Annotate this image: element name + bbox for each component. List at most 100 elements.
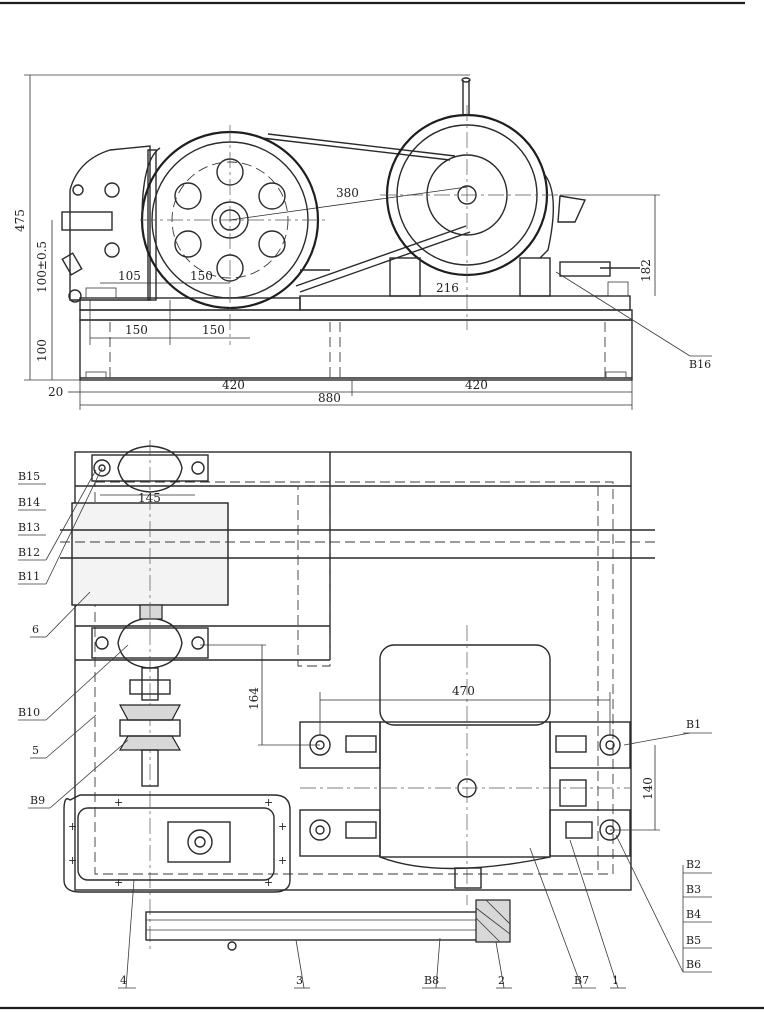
bolt-head [68,289,82,303]
bolt-head [104,242,120,258]
rail-nut [565,821,593,839]
gearbox-output [187,829,213,855]
gearbox-housing [69,145,151,301]
gearbox-4 [63,794,291,893]
dim-145: 145 [138,491,161,505]
label-B9: B9 [30,794,45,807]
leader [615,834,684,973]
motor-body [379,721,551,858]
coupling-hub [129,679,171,695]
dim-216: 216 [436,281,459,295]
bearing-bolt [191,461,205,475]
cross-member-hidden [297,485,331,667]
label-6: 6 [32,623,39,636]
clamp-handle [61,252,83,276]
leader [45,591,91,638]
rail-bolt [599,734,621,756]
support-plate [147,149,157,301]
plus-mark: + [114,876,123,889]
bearing-housing-top [117,445,183,493]
belt-top [261,137,451,161]
front-view: 380 475 100±0.5 100 105 150 150 150 216 … [13,74,712,410]
dim-380: 380 [336,186,359,200]
base-frame-plan [74,451,632,891]
hatch [485,899,511,925]
label-2: 2 [498,974,505,987]
dim-880: 880 [318,391,341,405]
shaft [141,749,159,787]
dim-475: 475 [13,209,27,232]
motor-foot [389,257,421,297]
dim-420-b: 420 [465,378,488,392]
motor-rail [299,295,631,311]
plus-mark: + [68,820,77,833]
label-B10: B10 [18,706,40,719]
leader [49,739,129,809]
belt-top [267,133,456,157]
leader [435,937,441,989]
terminal-box [559,779,587,807]
pulley-hole [258,182,286,210]
plus-mark: + [264,876,273,889]
leader [45,644,129,721]
plus-mark: + [264,796,273,809]
gearbox-shaft-plate [167,821,231,863]
leader [569,839,619,989]
leader [529,847,583,989]
label-B4: B4 [686,908,701,921]
pulley-hole [258,230,286,258]
belt-bottom [299,231,471,293]
foot-pad [85,371,107,379]
dim-470: 470 [452,684,475,698]
dim-164: 164 [247,687,261,710]
belt-bolt [227,941,237,951]
leader [495,941,505,989]
rail-bolt [309,819,331,841]
label-4: 4 [120,974,127,987]
label-3: 3 [296,974,303,987]
plus-mark: + [114,796,123,809]
coupling-spider [119,719,181,737]
dim-105: 105 [118,269,141,283]
bearing-bolt [95,636,109,650]
dim-420-a: 420 [222,378,245,392]
label-B14: B14 [18,496,40,509]
dim-140: 140 [641,777,655,800]
label-B1: B1 [686,718,701,731]
motor-end [379,856,551,870]
label-B11: B11 [18,570,40,583]
slide-rail-right [549,809,631,857]
coupling-upper [119,704,181,721]
slide-rail-left [299,809,381,857]
dim-150-c: 150 [202,323,225,337]
bearing-bolt [93,459,111,477]
plus-mark: + [278,820,287,833]
label-B2: B2 [686,858,701,871]
rail-nut [555,735,587,753]
bolt-head [104,182,120,198]
label-5: 5 [32,744,39,757]
label-B7: B7 [574,974,589,987]
gearbox-cover [77,807,275,881]
label-B15: B15 [18,470,40,483]
foot-pad [605,371,627,379]
frame-inner-hidden [94,481,614,875]
coupling-lower [118,735,182,751]
nut-block [85,287,117,299]
belt-bottom [295,225,467,287]
shaft-segment [139,604,163,620]
leader [125,879,135,989]
leader [295,939,305,989]
adjust-bolt [559,261,611,277]
belt-3 [145,911,493,941]
leader [45,714,97,759]
bearing-housing-mid [117,617,183,669]
motor-fan-cover [379,644,551,726]
pulley-hole [174,182,202,210]
coupling-arm [61,211,113,231]
plus-mark: + [278,854,287,867]
rod-tip [461,77,471,83]
dim-line-380 [229,186,468,221]
dim-100-05: 100±0.5 [35,241,49,293]
leader [623,732,691,746]
